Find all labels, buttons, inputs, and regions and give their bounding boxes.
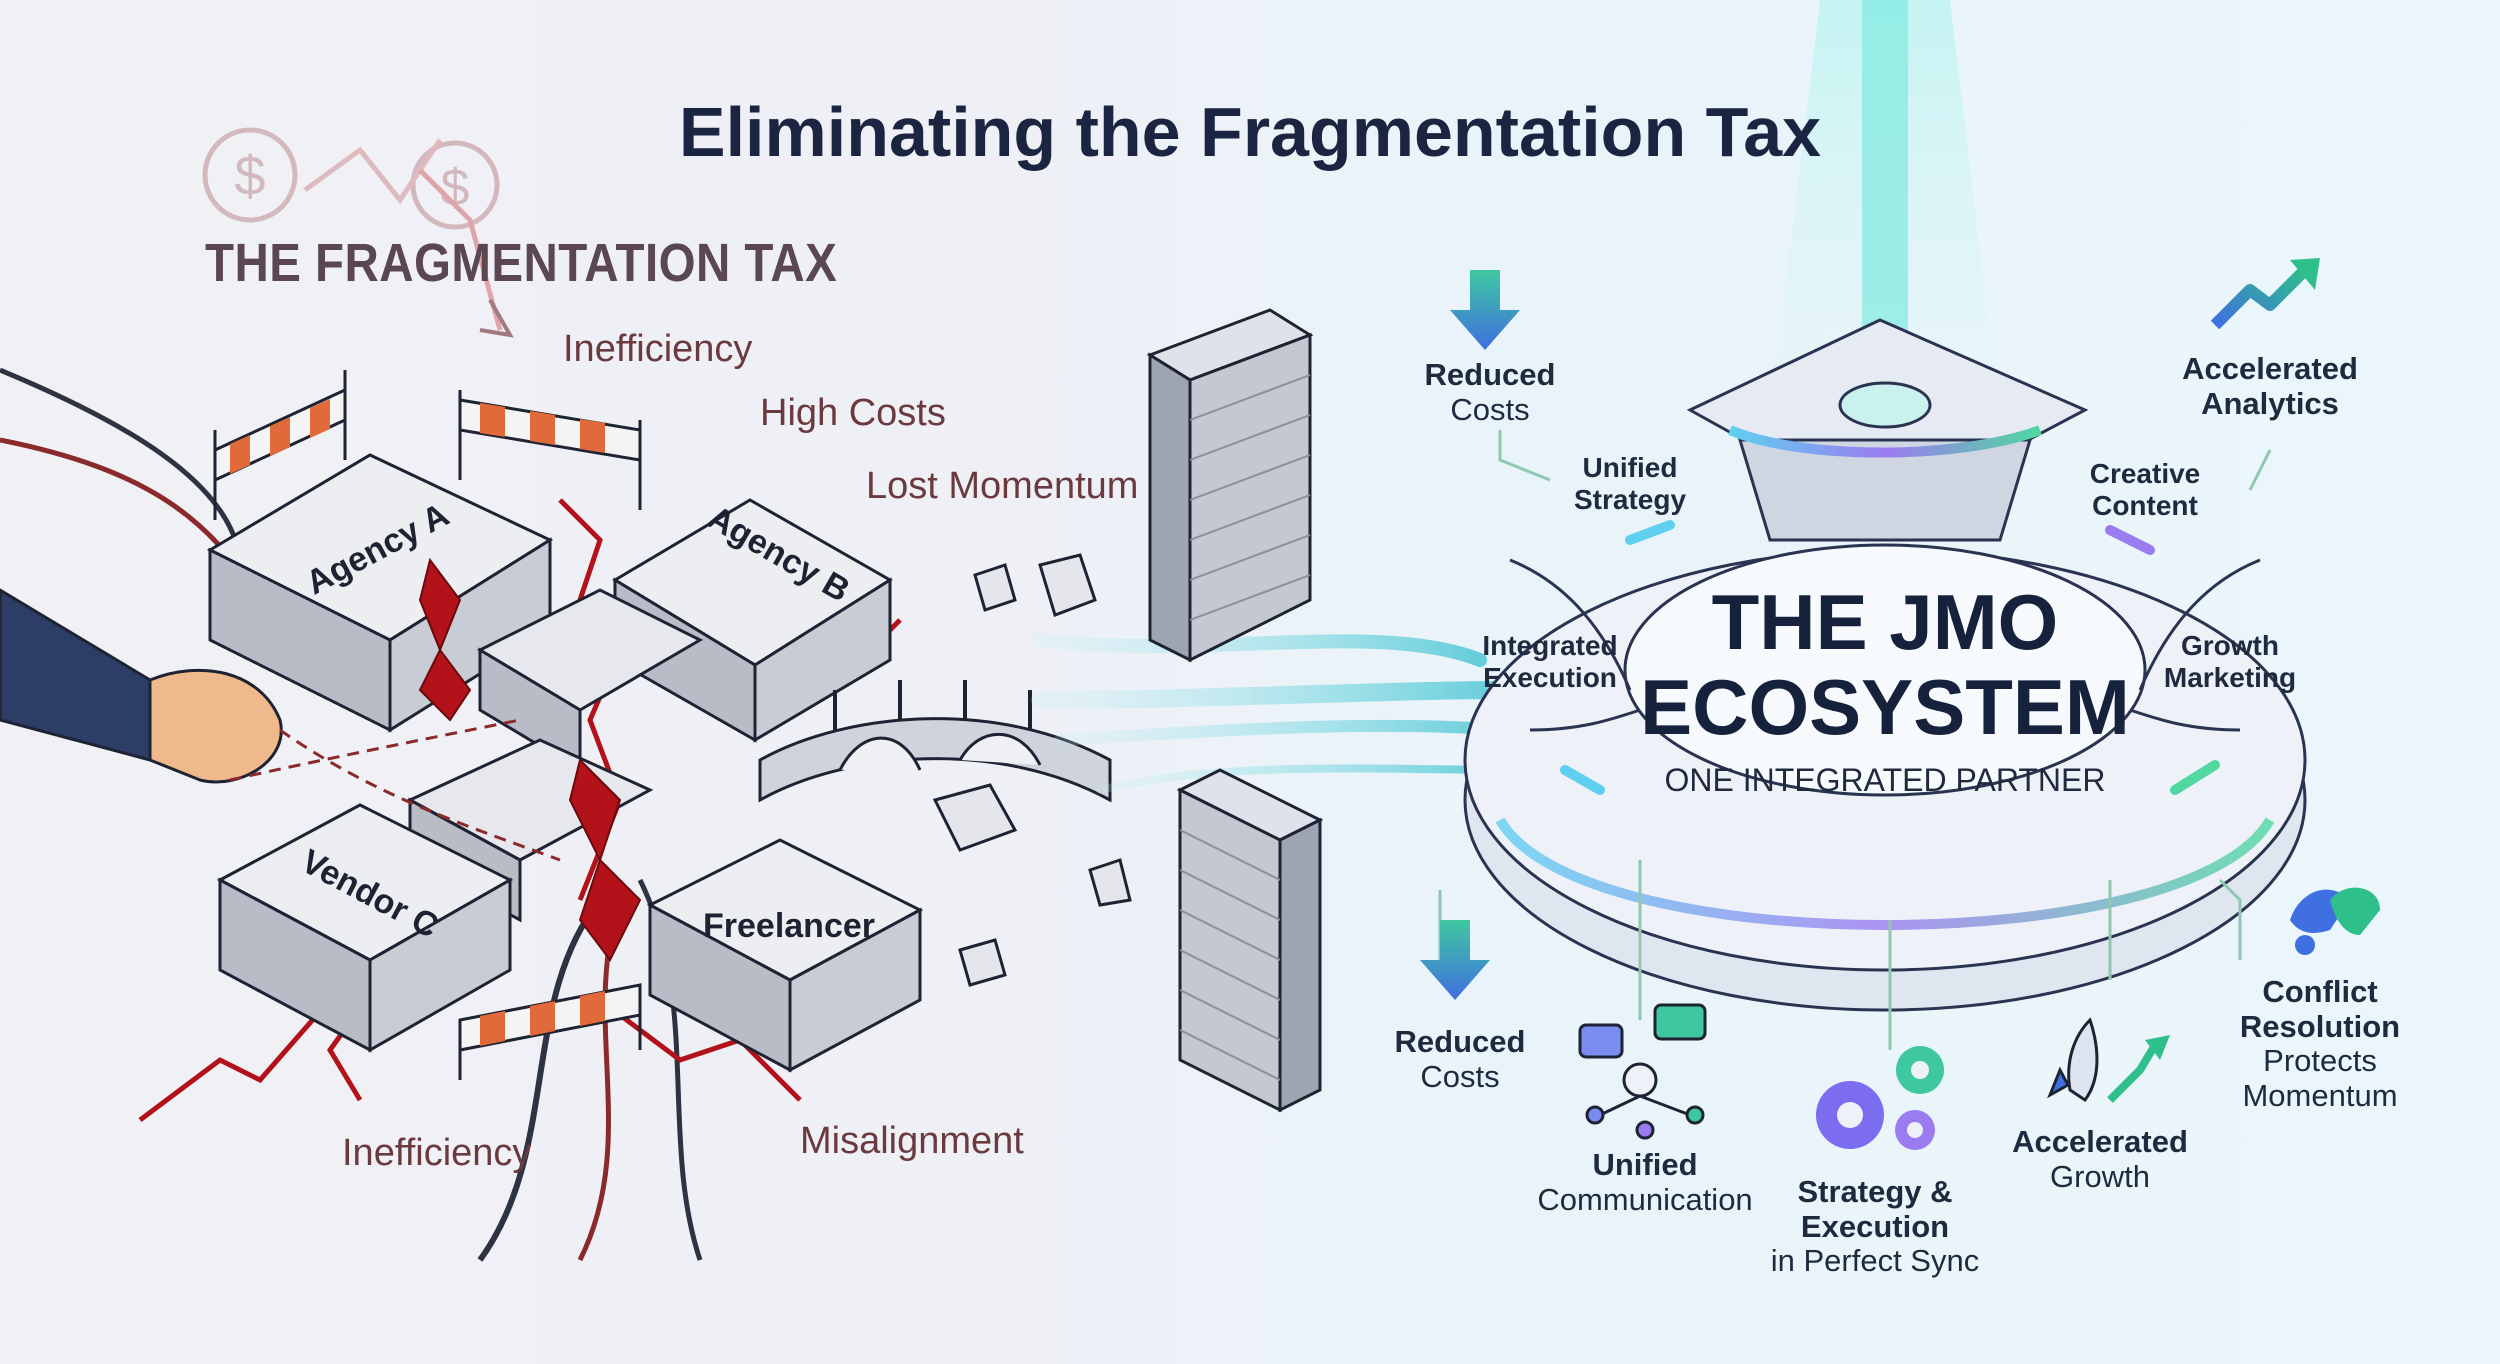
debris (932, 553, 1132, 987)
segment-text: Integrated (1482, 630, 1618, 661)
fragmentation-tax-heading: THE FRAGMENTATION TAX (205, 233, 838, 293)
ecosystem-title-line2: ECOSYSTEM (1640, 663, 2130, 751)
dashed-lines (229, 718, 561, 862)
label-inefficiency-bottom: Inefficiency (342, 1132, 532, 1174)
business-hand-icon (0, 588, 283, 784)
segment-growth-marketing: Growth Marketing (2150, 630, 2310, 694)
benefit-text: Growth (2050, 1158, 2150, 1194)
small-arrow-icon (479, 299, 514, 338)
benefit-reduced-costs-top: Reduced Costs (1400, 357, 1580, 427)
benefit-unified-communication: Unified Communication (1520, 1147, 1770, 1217)
label-inefficiency-top: Inefficiency (563, 328, 753, 370)
benefit-text: Reduced (1394, 1024, 1526, 1059)
benefit-text: Unified (1592, 1147, 1698, 1182)
segment-glows (1560, 520, 2220, 795)
benefit-accelerated-analytics: Accelerated Analytics (2170, 351, 2370, 421)
benefit-text: Execution (1800, 1208, 1950, 1244)
segment-text: Strategy (1573, 484, 1687, 516)
rocket-icon (2047, 1017, 2170, 1103)
ecosystem-title-line1: THE JMO (1711, 578, 2059, 666)
dollar-coin-icon: $ $ (202, 127, 503, 331)
benefit-text: Accelerated (2182, 351, 2358, 386)
benefit-text: Resolution (2239, 1008, 2401, 1044)
label-misalignment: Misalignment (800, 1120, 1024, 1162)
flow-streams (1031, 633, 1509, 794)
benefit-text: Costs (1450, 391, 1530, 427)
central-crack (418, 557, 642, 962)
svg-text:$: $ (441, 159, 470, 217)
page-title: Eliminating the Fragmentation Tax (678, 93, 1822, 171)
segment-text: Growth (2181, 630, 2279, 661)
segment-unified-strategy: Unified Strategy (1545, 452, 1715, 516)
trend-up-arrow-icon (2210, 258, 2320, 330)
benefit-accelerated-growth: Accelerated Growth (2000, 1124, 2200, 1194)
svg-text:$: $ (234, 144, 265, 207)
handshake-icon (2290, 887, 2380, 955)
gears-icon (1816, 1046, 1944, 1150)
chat-network-icon (1578, 1003, 1707, 1140)
benefit-text: Costs (1420, 1058, 1500, 1094)
bridge-icon (758, 680, 1112, 803)
ecosystem-ring (1463, 543, 2307, 1012)
segment-integrated-execution: Integrated Execution (1460, 630, 1640, 694)
segment-text: Content (2092, 490, 2198, 522)
segment-text: Marketing (2163, 662, 2297, 694)
ecosystem-subtitle: ONE INTEGRATED PARTNER (1664, 762, 2106, 798)
benefit-conflict-resolution: Conflict Resolution Protects Momentum (2220, 974, 2420, 1114)
benefit-strategy-execution: Strategy & Execution in Perfect Sync (1755, 1174, 1995, 1279)
benefit-text: Conflict (2262, 974, 2378, 1009)
label-high-costs: High Costs (760, 392, 946, 434)
block-agency-b (612, 498, 893, 743)
segment-creative-content: Creative Content (2060, 458, 2230, 522)
label-lost-momentum: Lost Momentum (866, 465, 1139, 507)
benefit-text: Accelerated (2012, 1124, 2188, 1159)
benefit-text: Communication (1537, 1181, 1753, 1217)
down-arrow-icon (1450, 270, 1520, 350)
barrier-icon (213, 370, 347, 520)
segment-text: Creative (2089, 458, 2201, 489)
segment-text: Unified (1582, 452, 1678, 483)
block-vendor-c (216, 803, 514, 1053)
wall-icon (1176, 768, 1324, 1113)
block-label-freelancer: Freelancer (703, 907, 875, 945)
benefit-text: Analytics (2201, 385, 2339, 421)
benefit-reduced-costs-bottom: Reduced Costs (1370, 1024, 1550, 1094)
ecosystem-top-module (1686, 318, 2089, 542)
benefit-text: Reduced (1424, 357, 1556, 392)
cable (0, 367, 243, 561)
down-arrow-icon (1420, 920, 1490, 1000)
wall-icon (1146, 308, 1314, 663)
segment-dividers (1509, 558, 2261, 732)
block-freelancer (646, 838, 924, 1073)
barrier-icon (458, 390, 642, 510)
barrier-icon (458, 983, 642, 1080)
benefit-text: Momentum (2242, 1078, 2398, 1114)
benefit-text: Protects (2263, 1043, 2377, 1079)
benefit-text: Strategy & (1797, 1174, 1953, 1209)
benefit-text: in Perfect Sync (1770, 1243, 1980, 1279)
cable (477, 898, 603, 1262)
segment-text: Execution (1483, 662, 1617, 694)
